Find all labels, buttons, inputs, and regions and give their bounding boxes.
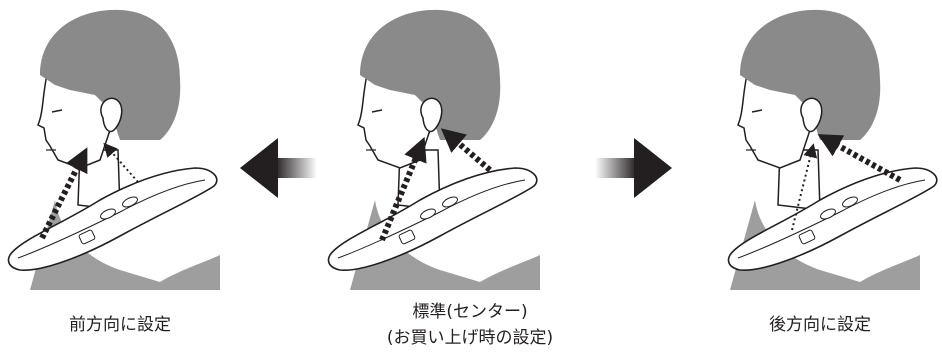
caption-standard-text: 標準(センター) [412,302,528,322]
thick-dashed-arrow [39,147,88,240]
arrow-left-icon [240,138,317,198]
arrow-right-icon [595,138,672,198]
thick-dashed-arrow-left [379,136,427,242]
caption-forward: 前方向に設定 [20,312,220,338]
caption-backward: 後方向に設定 [700,312,940,338]
caption-forward-text: 前方向に設定 [69,315,171,335]
panel-standard [327,9,541,291]
caption-standard: 標準(センター) (お買い上げ時の設定) [320,299,620,351]
panel-forward [7,9,221,291]
thick-dashed-arrow-right [440,128,492,173]
caption-standard-subtext: (お買い上げ時の設定) [386,328,554,348]
dotted-arrow [791,143,818,231]
panel-backward [727,9,938,291]
caption-backward-text: 後方向に設定 [769,315,871,335]
